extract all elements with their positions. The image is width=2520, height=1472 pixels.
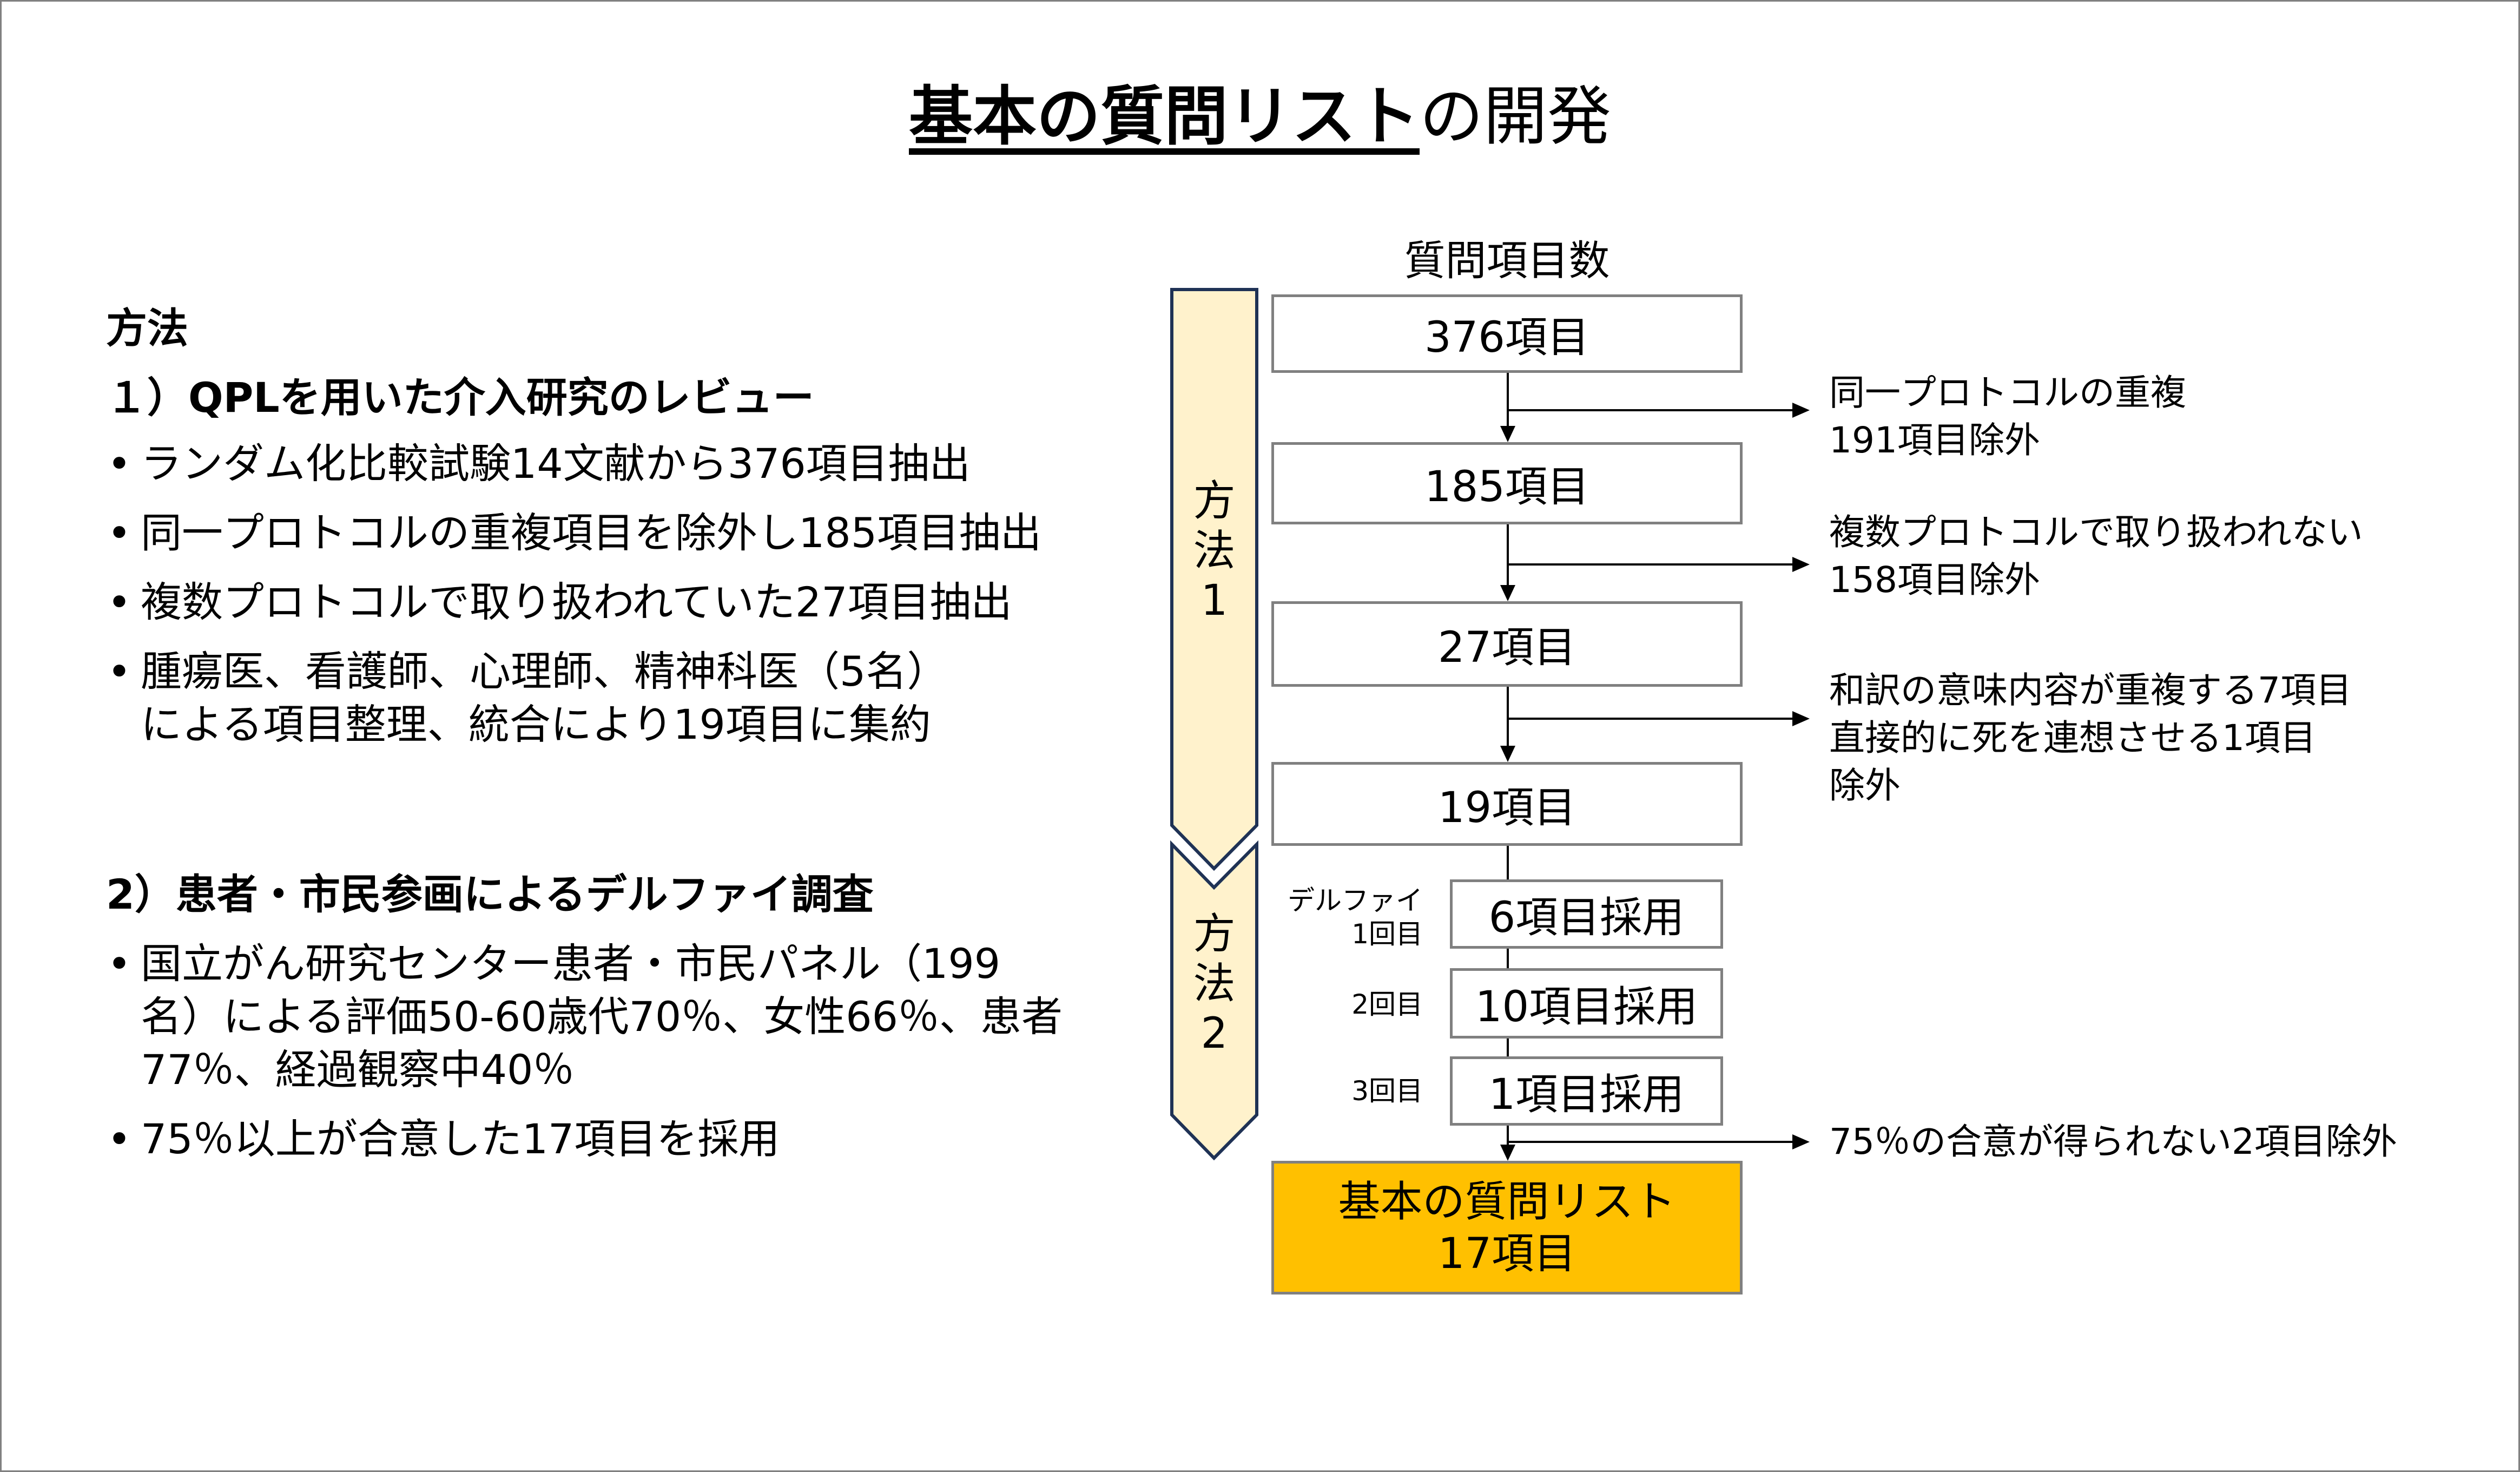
- exclusion-count: 191項目除外: [1829, 419, 2040, 461]
- exclusion-note-3: 和訳の意味内容が重複する7項目 直接的に死を連想させる1項目 除外: [1829, 667, 2352, 810]
- bullet-text-line: 名）による評価50-60歳代70％、女性66％、患者: [141, 993, 1063, 1041]
- final-box-count: 17項目: [1437, 1229, 1576, 1278]
- count-box-27: 27項目: [1271, 601, 1743, 687]
- arrowhead-icon: [1792, 711, 1810, 726]
- method2-label-char: 2: [1200, 1009, 1228, 1058]
- exclusion-reason: 直接的に死を連想させる1項目: [1829, 717, 2316, 759]
- delphi-round-3-label: 3回目: [1351, 1075, 1423, 1107]
- method1-label: 方 法 1: [1172, 476, 1257, 626]
- arrowhead-icon: [1500, 746, 1515, 762]
- count-box-19: 19項目: [1271, 762, 1743, 846]
- arrowhead-icon: [1792, 1134, 1810, 1149]
- round-label: 1回目: [1351, 918, 1423, 950]
- exclusion-note-1: 同一プロトコルの重複 191項目除外: [1829, 369, 2186, 464]
- arrowhead-icon: [1500, 585, 1515, 601]
- bullet-text: ランダム化比較試験14文献から376項目抽出: [141, 439, 971, 488]
- bullet-text-line: 腫瘍医、看護師、心理師、精神科医（5名）: [141, 647, 948, 695]
- bullet-item: • 腫瘍医、看護師、心理師、精神科医（5名） による項目整理、統合により19項目…: [81, 645, 1163, 751]
- section1-bullets: • ランダム化比較試験14文献から376項目抽出 • 同一プロトコルの重複項目を…: [81, 437, 1163, 751]
- bullet-item: • 国立がん研究センター患者・市民パネル（199 名）による評価50-60歳代7…: [81, 937, 1163, 1096]
- delphi-round-1-result: 6項目採用: [1450, 879, 1723, 949]
- method1-label-char: 方: [1193, 477, 1236, 525]
- arrowhead-icon: [1792, 403, 1810, 418]
- delphi-round-2-result: 10項目採用: [1450, 968, 1723, 1039]
- exclusion-reason: 同一プロトコルの重複: [1829, 372, 2186, 413]
- bullet-text-line: による項目整理、統合により19項目に集約: [141, 700, 931, 748]
- bullet-item: • 75％以上が合意した17項目を採用: [81, 1113, 1163, 1166]
- page-title: 基本の質問リストの開発: [0, 76, 2520, 157]
- final-question-list-box: 基本の質問リスト 17項目: [1271, 1161, 1743, 1294]
- method1-banner: [1170, 288, 1258, 871]
- section2-heading: 2）患者・市民参画によるデルファイ調査: [106, 870, 874, 918]
- count-box-376: 376項目: [1271, 294, 1743, 373]
- exclusion-count: 除外: [1829, 765, 1901, 806]
- bullet-icon: •: [107, 439, 131, 488]
- section1-heading: １）QPLを用いた介入研究のレビュー: [106, 373, 814, 422]
- bullet-text: 同一プロトコルの重複項目を除外し185項目抽出: [141, 509, 1042, 557]
- delphi-label: デルファイ: [1288, 885, 1423, 916]
- method2-banner: [1170, 840, 1258, 1161]
- bullet-icon: •: [107, 509, 131, 557]
- title-suffix: の開発: [1420, 79, 1612, 154]
- method2-label: 方 法 2: [1172, 909, 1257, 1059]
- flow-header: 質問項目数: [1404, 236, 1610, 285]
- exclusion-note-4: 75％の合意が得られない2項目除外: [1829, 1118, 2397, 1166]
- bullet-icon: •: [107, 647, 131, 695]
- exclusion-reason: 75％の合意が得られない2項目除外: [1829, 1121, 2397, 1162]
- count-box-185: 185項目: [1271, 442, 1743, 524]
- exclusion-note-2: 複数プロトコルで取り扱われない 158項目除外: [1829, 509, 2363, 604]
- bullet-item: • 複数プロトコルで取り扱われていた27項目抽出: [81, 576, 1163, 629]
- exclusion-count: 158項目除外: [1829, 559, 2040, 601]
- exclusion-reason: 複数プロトコルで取り扱われない: [1829, 511, 2363, 553]
- bullet-icon: •: [107, 578, 131, 626]
- bullet-icon: •: [107, 1115, 131, 1163]
- delphi-round-1-label: デルファイ 1回目: [1233, 884, 1423, 951]
- bullet-icon: •: [107, 939, 131, 988]
- method1-label-char: 法: [1193, 527, 1236, 575]
- arrowhead-icon: [1792, 557, 1810, 572]
- methods-heading: 方法: [106, 304, 188, 352]
- arrowhead-icon: [1500, 1145, 1515, 1161]
- bullet-text-line: 77％、経過観察中40％: [141, 1046, 575, 1094]
- method2-label-char: 法: [1193, 960, 1236, 1008]
- bullet-text: 複数プロトコルで取り扱われていた27項目抽出: [141, 578, 1012, 626]
- title-emphasis: 基本の質問リスト: [908, 79, 1420, 154]
- bullet-text: 75％以上が合意した17項目を採用: [141, 1115, 780, 1163]
- method1-label-char: 1: [1200, 576, 1228, 625]
- section2-bullets: • 国立がん研究センター患者・市民パネル（199 名）による評価50-60歳代7…: [81, 937, 1163, 1166]
- arrowhead-icon: [1500, 426, 1515, 442]
- bullet-item: • 同一プロトコルの重複項目を除外し185項目抽出: [81, 507, 1163, 560]
- delphi-round-2-label: 2回目: [1351, 989, 1423, 1020]
- bullet-text-line: 国立がん研究センター患者・市民パネル（199: [141, 939, 1001, 988]
- bullet-item: • ランダム化比較試験14文献から376項目抽出: [81, 437, 1163, 490]
- delphi-round-3-result: 1項目採用: [1450, 1056, 1723, 1126]
- final-box-title: 基本の質問リスト: [1338, 1177, 1676, 1226]
- exclusion-reason: 和訳の意味内容が重複する7項目: [1829, 669, 2352, 711]
- method2-label-char: 方: [1193, 910, 1236, 958]
